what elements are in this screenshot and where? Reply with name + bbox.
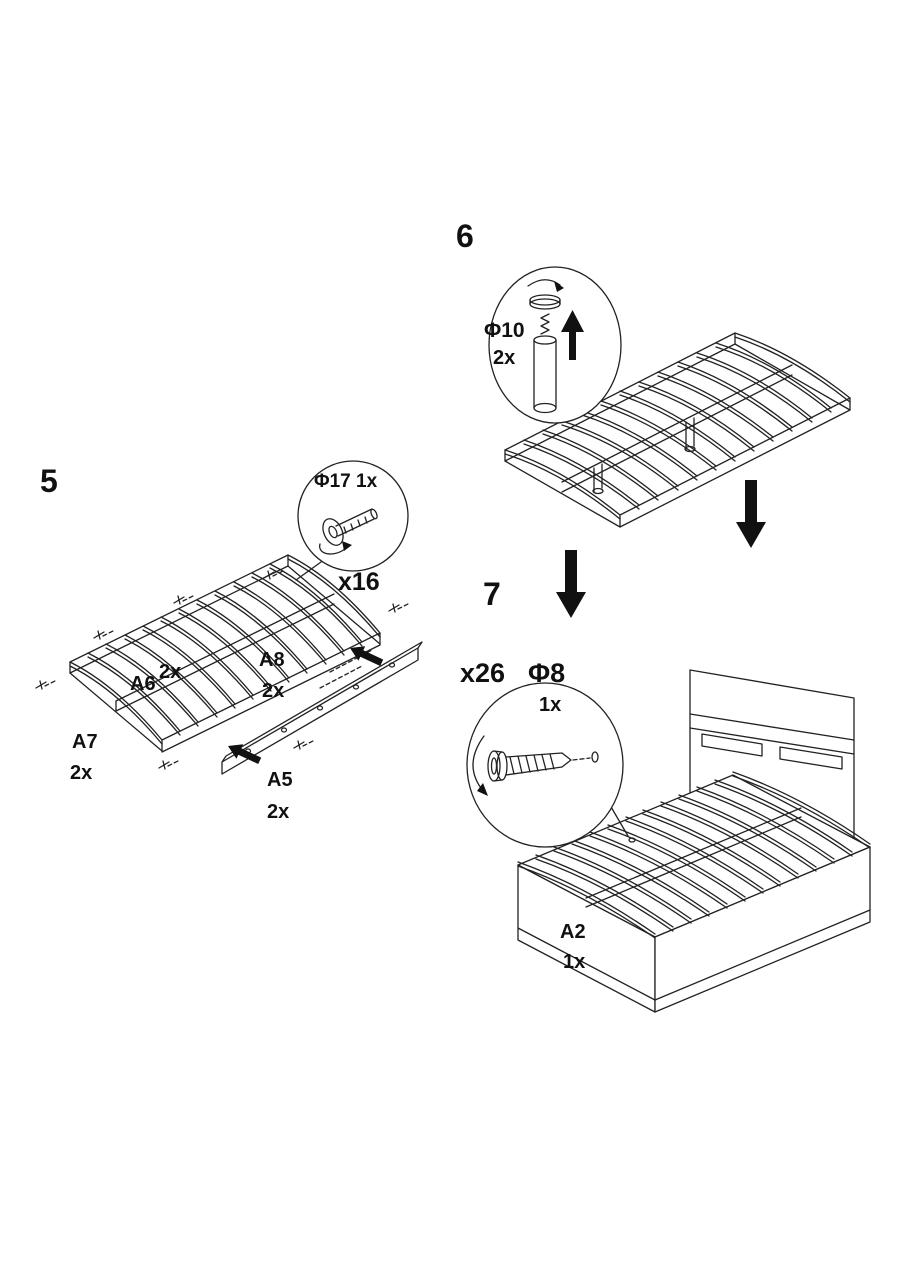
screw-callout-bubble — [295, 460, 409, 581]
part-qty-a7: 2x — [70, 762, 93, 784]
part-label-a6: A6 — [130, 673, 156, 695]
step6-callout-qty: 2x — [493, 347, 516, 369]
step-7-illustration — [466, 669, 871, 1013]
leg-callout-bubble — [488, 266, 622, 424]
part-label-a5: A5 — [267, 769, 293, 791]
screw-callout-bubble — [466, 682, 636, 848]
down-arrow-icon — [556, 550, 586, 618]
step5-callout-label: Φ17 1x — [314, 471, 378, 492]
part-label-a7: A7 — [72, 731, 98, 753]
part-label-a2: A2 — [560, 921, 586, 943]
slatted-base — [504, 332, 851, 528]
turn-arrow-icon — [527, 279, 561, 287]
attach-arrow-icon — [350, 646, 384, 666]
step7-callout-part: Φ8 — [528, 658, 566, 688]
step5-screw-count: x16 — [338, 568, 380, 596]
step-5-number: 5 — [40, 463, 58, 499]
step-5-illustration — [35, 460, 423, 775]
part-qty-a6: 2x — [159, 661, 182, 683]
step6-callout-part: Φ10 — [484, 319, 525, 342]
step7-screw-count: x26 — [460, 658, 506, 688]
bed-frame — [517, 669, 871, 1013]
step-6-illustration — [488, 266, 851, 618]
part-qty-a5: 2x — [267, 801, 290, 823]
step-7-number: 7 — [483, 576, 501, 612]
part-qty-a2: 1x — [563, 951, 586, 973]
step7-callout-qty: 1x — [539, 694, 562, 716]
part-qty-a8: 2x — [262, 680, 285, 702]
part-label-a8: A8 — [259, 649, 285, 671]
up-arrow-icon — [561, 310, 584, 360]
down-arrow-icon — [736, 480, 766, 548]
slatted-base-frame — [69, 554, 381, 753]
step-6-number: 6 — [456, 218, 474, 254]
